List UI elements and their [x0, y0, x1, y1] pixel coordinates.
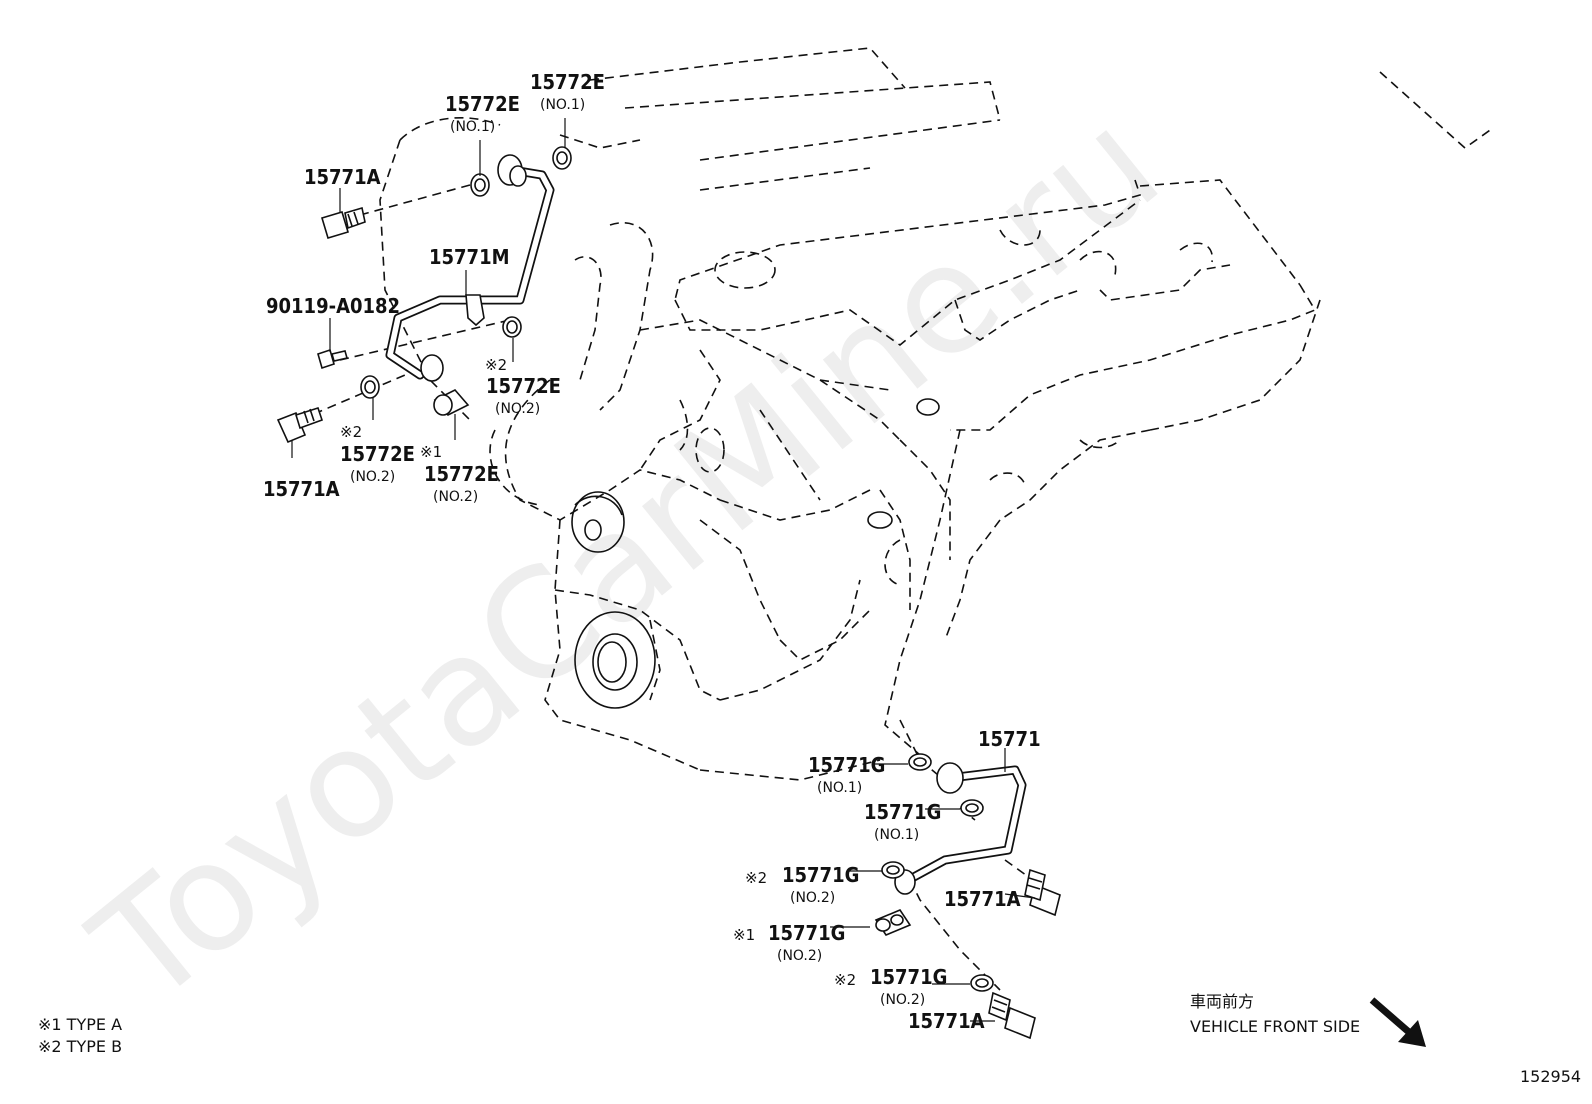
- label-gasket-left: 15772E: [340, 442, 415, 466]
- label-g1-a-sub: (NO.1): [817, 780, 862, 796]
- lower-oil-pipe-group: [894, 719, 1031, 991]
- label-gasket-left-mark: ※2: [340, 423, 362, 441]
- legend-type-a: ※1 TYPE A: [38, 1015, 122, 1034]
- label-g1-a: 15771G: [808, 753, 885, 777]
- label-union-sub: (NO.2): [433, 489, 478, 505]
- gasket-15771g-no1-b: [960, 799, 984, 817]
- label-g2-b-mark: ※1: [733, 926, 755, 944]
- label-gasket-no1-b: 15772E: [530, 70, 605, 94]
- leader-lines: [291, 118, 1036, 1022]
- label-g2-c-sub: (NO.2): [880, 992, 925, 1008]
- crank-pulley: [571, 491, 625, 553]
- label-gasket-no1-a: 15772E: [445, 92, 520, 116]
- label-gasket-mid-sub: (NO.2): [495, 401, 540, 417]
- diagram-id: 152954: [1520, 1067, 1581, 1086]
- upper-oil-pipe-group: [299, 117, 641, 421]
- label-g2-b-sub: (NO.2): [777, 948, 822, 964]
- label-g2-a-sub: (NO.2): [790, 890, 835, 906]
- front-seal-ring: [574, 611, 656, 709]
- label-gasket-no1-a-sub: (NO.1): [450, 119, 495, 135]
- part-labels: 15771A 15772E (NO.1) 15772E (NO.1) 15771…: [263, 70, 1041, 1033]
- label-screw-left: 15771A: [263, 477, 340, 501]
- label-gasket-no1-b-sub: (NO.1): [540, 97, 585, 113]
- vehicle-front-indicator: 車両前方 VEHICLE FRONT SIDE: [1190, 992, 1426, 1047]
- gasket-15771g-no2-a: [881, 861, 905, 879]
- label-gasket-left-sub: (NO.2): [350, 469, 395, 485]
- label-g2-a: 15771G: [782, 863, 859, 887]
- label-screw-lower-a: 15771A: [944, 887, 1021, 911]
- gasket-15772e-no1-left: [470, 173, 490, 197]
- label-union-mark: ※1: [420, 443, 442, 461]
- direction-label-jp: 車両前方: [1190, 992, 1254, 1011]
- label-gasket-mid-mark: ※2: [485, 356, 507, 374]
- label-g1-b: 15771G: [864, 800, 941, 824]
- legend: ※1 TYPE A ※2 TYPE B: [38, 1015, 122, 1056]
- engine-block-outline: [489, 47, 1494, 781]
- label-screw-lower-b: 15771A: [908, 1009, 985, 1033]
- label-lower-pipe: 15771: [978, 727, 1041, 751]
- union-15772e-no2: [433, 389, 470, 416]
- label-union: 15772E: [424, 462, 499, 486]
- gasket-15771g-no2-c: [970, 974, 994, 992]
- label-g2-a-mark: ※2: [745, 869, 767, 887]
- head-boss: [916, 398, 940, 416]
- label-g2-c: 15771G: [870, 965, 947, 989]
- label-bolt: 90119-A0182: [266, 294, 400, 318]
- gasket-15772e-no2-mid: [502, 316, 522, 338]
- label-g2-b: 15771G: [768, 921, 845, 945]
- label-screw-top: 15771A: [304, 165, 381, 189]
- screw-15771a-lower-b: [988, 991, 1036, 1040]
- screw-15771a-lower-a: [1024, 868, 1061, 917]
- block-boss: [867, 511, 893, 529]
- label-g1-b-sub: (NO.1): [874, 827, 919, 843]
- gasket-15772e-no1-right: [552, 146, 572, 170]
- legend-type-b: ※2 TYPE B: [38, 1037, 122, 1056]
- label-upper-pipe: 15771M: [429, 245, 510, 269]
- bolt-90119-a0182: [317, 348, 349, 370]
- direction-label-en: VEHICLE FRONT SIDE: [1190, 1017, 1360, 1036]
- arrow-down-right-icon: [1369, 997, 1426, 1047]
- label-gasket-mid: 15772E: [486, 374, 561, 398]
- gasket-15772e-no2-left: [360, 375, 380, 399]
- screw-15771a-left: [276, 406, 324, 444]
- label-g2-c-mark: ※2: [834, 971, 856, 989]
- union-15771g-no2-b: [874, 909, 912, 936]
- screw-15771a-top: [321, 206, 366, 239]
- gasket-15771g-no1-a: [908, 753, 932, 771]
